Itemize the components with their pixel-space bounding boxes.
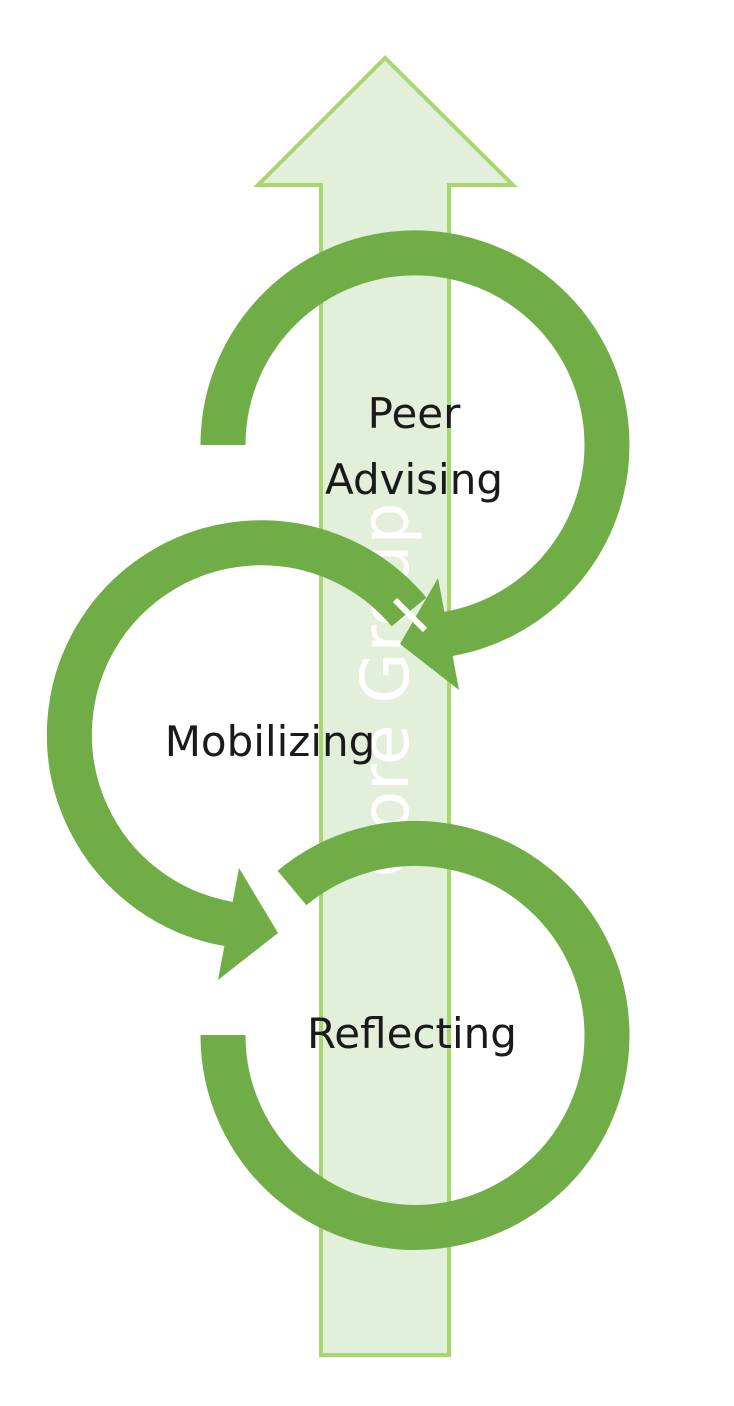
peer-advising-label-line2: Advising	[325, 455, 503, 504]
peer-advising-label-line1: Peer	[368, 389, 462, 438]
mobilizing-cycle-arc	[46, 520, 427, 947]
peer-advising-arrowhead-icon	[400, 578, 459, 690]
peer-advising-cycle-arc	[200, 230, 630, 657]
core-group-arrow	[253, 55, 518, 1357]
separator	[392, 597, 428, 633]
mobilizing-arrowhead-icon	[218, 868, 278, 980]
reflecting-label: Reflecting	[307, 1009, 517, 1058]
separator	[259, 877, 288, 908]
mobilizing-label: Mobilizing	[165, 717, 376, 766]
reflecting-cycle-arc	[200, 820, 630, 1250]
